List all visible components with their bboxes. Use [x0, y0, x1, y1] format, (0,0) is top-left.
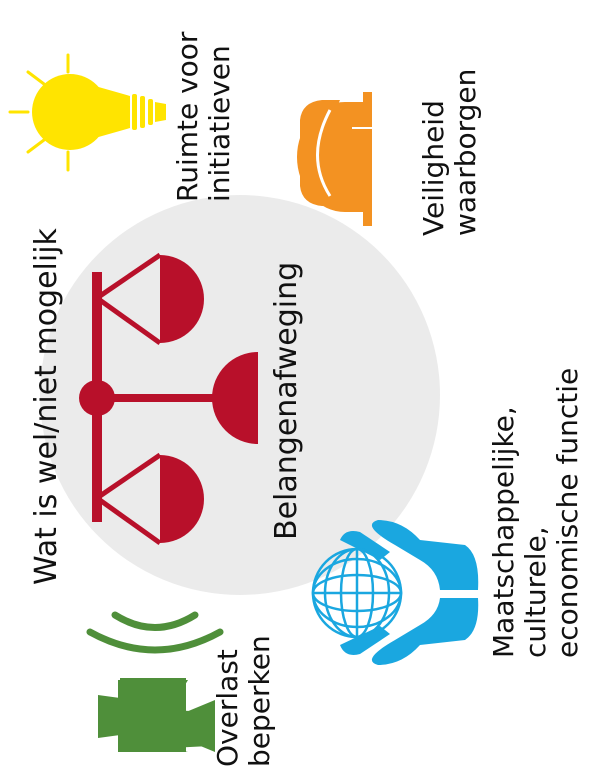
hands-globe-icon	[311, 520, 479, 665]
label-function: Maatschappelijke, culturele, economische…	[487, 367, 585, 658]
label-initiatives-line1: Ruimte voor	[171, 31, 204, 202]
label-nuisance: Overlast beperken	[211, 635, 277, 767]
label-function-line1: Maatschappelijke,	[487, 406, 520, 658]
label-safety: Veiligheid waarborgen	[417, 68, 483, 236]
label-initiatives: Ruimte voor initiatieven	[171, 31, 237, 202]
label-initiatives-line2: initiatieven	[203, 45, 237, 202]
center-title: Wat is wel/niet mogelijk	[29, 228, 64, 585]
label-safety-line1: Veiligheid	[417, 100, 450, 236]
center-subtitle: Belangenafweging	[269, 261, 304, 540]
balance-scale-icon	[79, 252, 258, 546]
label-function-line2: culturele,	[519, 526, 553, 658]
hard-hat-icon	[297, 92, 375, 226]
label-nuisance-line1: Overlast	[211, 649, 244, 767]
lightbulb-icon	[8, 53, 166, 172]
label-nuisance-line2: beperken	[243, 635, 277, 767]
label-safety-line2: waarborgen	[449, 68, 483, 236]
label-function-line3: economische functie	[551, 367, 585, 658]
speaker-sound-icon	[86, 611, 224, 752]
